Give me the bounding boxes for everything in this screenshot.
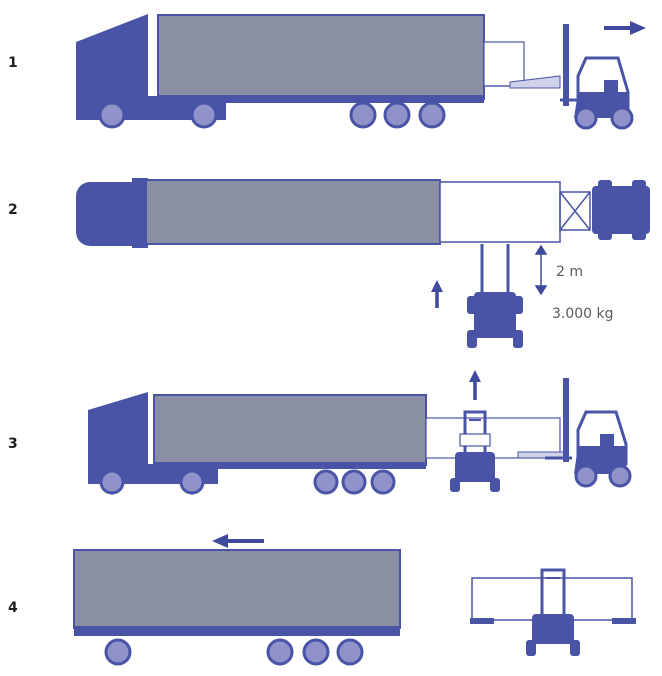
- container-icon: [157, 14, 485, 100]
- step-3-scene: [88, 370, 632, 495]
- height-dimension-icon: [534, 244, 548, 296]
- forklift-side-icon: [560, 24, 634, 130]
- truck-cab-top-icon: [76, 178, 148, 248]
- trailer-container-icon: [73, 549, 401, 629]
- forklift-side-icon: [545, 378, 632, 488]
- lift-capacity-label: 3.000 kg: [552, 306, 614, 322]
- forklift-front-icon: [450, 410, 500, 492]
- lift-height-label: 2 m: [556, 264, 583, 280]
- step-4-scene: [73, 534, 636, 666]
- container-icon: [153, 394, 427, 466]
- step-2-scene: 2 m 3.000 kg: [76, 178, 650, 348]
- step-number-1: 1: [8, 55, 18, 71]
- wheel-icon: [98, 101, 126, 129]
- up-arrow-step3-icon: [469, 370, 481, 400]
- step-number-4: 4: [8, 600, 18, 616]
- forklift-front-top-icon: [467, 244, 523, 348]
- step-1-scene: [76, 14, 646, 130]
- fork-frame-icon: [559, 191, 591, 231]
- arrow-left-icon: [212, 534, 264, 548]
- container-top-icon: [145, 179, 441, 245]
- unloaded-container-icon: [471, 577, 633, 621]
- step-number-3: 3: [8, 436, 18, 452]
- forklift-top-icon: [592, 180, 650, 240]
- arrow-right-icon: [604, 21, 646, 35]
- step-number-2: 2: [8, 202, 18, 218]
- forklift-front-icon: [526, 568, 580, 656]
- arrow-up-icon: [431, 280, 443, 308]
